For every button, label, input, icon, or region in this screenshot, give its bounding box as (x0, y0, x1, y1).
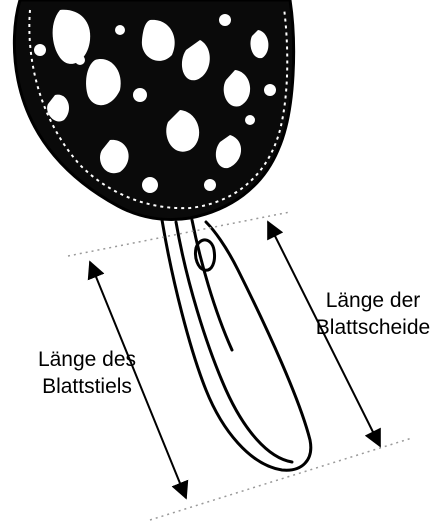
petiole-label-line1: Länge des (2, 346, 172, 373)
sheath-label-line2: Blattscheide (300, 314, 446, 341)
sheath-length-label: Länge der Blattscheide (300, 287, 446, 341)
sheath-label-line1: Länge der (300, 287, 446, 314)
leaf-blade-icon (14, 0, 293, 220)
petiole-label-line2: Blattstiels (2, 373, 172, 400)
petiole-outline (162, 220, 311, 470)
guide-line-bottom (150, 438, 412, 520)
petiole-length-label: Länge des Blattstiels (2, 346, 172, 400)
